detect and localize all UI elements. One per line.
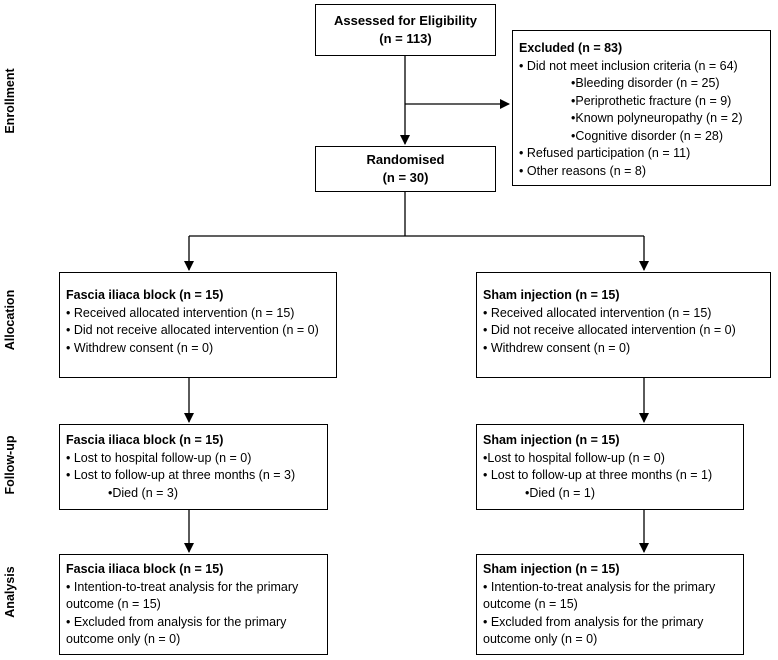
stage-label-analysis: Analysis [3, 566, 17, 618]
left-analysis-item: outcome only (n = 0) [66, 632, 181, 646]
left-analysis-item: • Intention-to-treat analysis for the pr… [66, 579, 299, 594]
excluded-subitem: •Bleeding disorder (n = 25) [571, 76, 720, 90]
excluded-subitem: •Cognitive disorder (n = 28) [571, 128, 724, 143]
stage-label-enrollment: Enrollment [3, 68, 17, 134]
left-followup-item: • Lost to follow-up at three months (n =… [66, 468, 296, 482]
randomised-count: (n = 30) [382, 170, 429, 185]
excluded-item: • Other reasons (n = 8) [519, 163, 647, 178]
left-followup-item: • Lost to hospital follow-up (n = 0) [66, 450, 252, 465]
left-allocation-item: • Did not receive allocated intervention… [66, 323, 319, 337]
left-followup-subitem: •Died (n = 3) [108, 485, 179, 500]
left-followup-box: Fascia iliaca block (n = 15) • Lost to h… [59, 424, 328, 510]
assessed-count: (n = 113) [379, 31, 432, 46]
right-analysis-title: Sham injection (n = 15) [483, 562, 620, 576]
right-followup-item: • Lost to follow-up at three months (n =… [483, 468, 713, 482]
assessed-box: Assessed for Eligibility (n = 113) [315, 4, 496, 56]
excluded-title: Excluded (n = 83) [519, 41, 623, 55]
right-followup-subitem: •Died (n = 1) [525, 485, 596, 500]
excluded-item: • Refused participation (n = 11) [519, 146, 691, 160]
right-analysis-item: • Intention-to-treat analysis for the pr… [483, 579, 716, 594]
excluded-subitem: •Periprothetic fracture (n = 9) [571, 93, 732, 108]
right-allocation-item: • Did not receive allocated intervention… [483, 323, 736, 337]
left-allocation-box: Fascia iliaca block (n = 15) • Received … [59, 272, 337, 378]
stage-label-followup: Follow-up [3, 435, 17, 495]
right-allocation-item: • Received allocated intervention (n = 1… [483, 305, 712, 320]
stage-label-allocation: Allocation [3, 289, 17, 351]
right-allocation-title: Sham injection (n = 15) [483, 288, 620, 302]
left-analysis-item: • Excluded from analysis for the primary [66, 614, 287, 629]
left-analysis-title: Fascia iliaca block (n = 15) [66, 562, 224, 576]
excluded-box: Excluded (n = 83) • Did not meet inclusi… [512, 30, 771, 186]
right-allocation-box: Sham injection (n = 15) • Received alloc… [476, 272, 771, 378]
randomised-box: Randomised (n = 30) [315, 146, 496, 192]
left-allocation-item: • Withdrew consent (n = 0) [66, 340, 214, 355]
right-followup-title: Sham injection (n = 15) [483, 433, 620, 447]
right-allocation-item: • Withdrew consent (n = 0) [483, 340, 631, 355]
excluded-item: • Did not meet inclusion criteria (n = 6… [519, 58, 738, 73]
right-analysis-box: Sham injection (n = 15) • Intention-to-t… [476, 554, 744, 655]
right-followup-box: Sham injection (n = 15) •Lost to hospita… [476, 424, 744, 510]
left-allocation-title: Fascia iliaca block (n = 15) [66, 288, 224, 302]
right-analysis-item: • Excluded from analysis for the primary [483, 614, 704, 629]
assessed-title: Assessed for Eligibility [333, 13, 478, 28]
left-analysis-box: Fascia iliaca block (n = 15) • Intention… [59, 554, 328, 655]
left-allocation-item: • Received allocated intervention (n = 1… [66, 305, 295, 320]
right-analysis-item: outcome only (n = 0) [483, 632, 598, 646]
right-analysis-item: outcome (n = 15) [483, 597, 578, 611]
left-analysis-item: outcome (n = 15) [66, 597, 161, 611]
right-followup-item: •Lost to hospital follow-up (n = 0) [483, 450, 665, 465]
excluded-subitem: •Known polyneuropathy (n = 2) [571, 111, 743, 125]
left-followup-title: Fascia iliaca block (n = 15) [66, 433, 224, 447]
randomised-title: Randomised [366, 152, 445, 167]
